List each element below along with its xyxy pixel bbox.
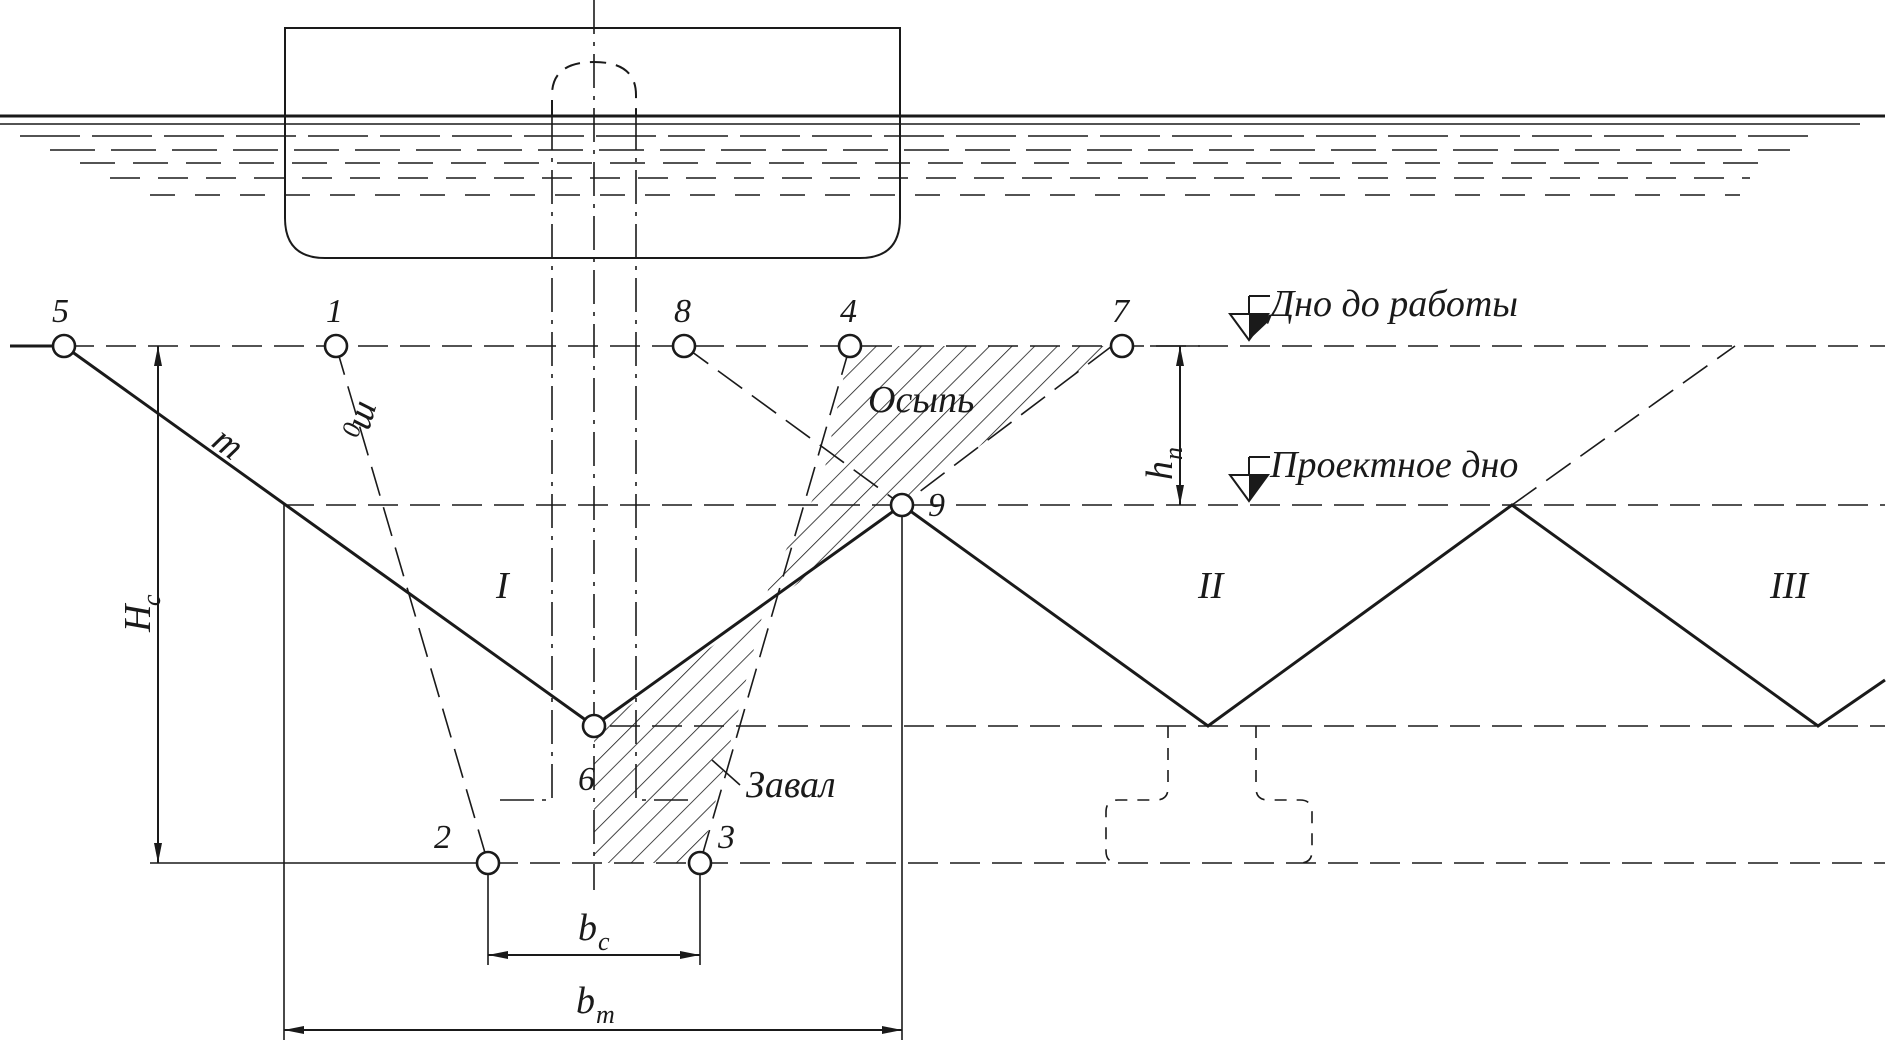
dim-label-bc-sub: c [598, 927, 610, 956]
label-zone-1: I [495, 565, 511, 607]
point-5 [51, 333, 77, 359]
dimension-lines [154, 345, 1200, 1040]
dim-label-bm-sub: m [596, 1000, 615, 1029]
point-7 [1109, 333, 1135, 359]
dim-label-hn-sub: п [1159, 447, 1188, 460]
point-label-7: 7 [1112, 293, 1131, 330]
label-collapse: Завал [746, 764, 836, 806]
dredger-hull [284, 27, 901, 259]
dim-label-bm-main: b [576, 980, 595, 1022]
point-label-2: 2 [434, 819, 451, 856]
dim-label-hn: h п [1139, 447, 1188, 480]
dim-label-hn-main: h [1139, 461, 1181, 480]
point-label-4: 4 [840, 293, 857, 330]
point-4 [837, 333, 863, 359]
point-label-5: 5 [52, 293, 69, 330]
reference-levels [10, 344, 1885, 864]
dim-label-Hc-main: H [117, 602, 159, 633]
dim-label-Hc: H c [117, 594, 166, 633]
dim-label-bc: b c [578, 907, 610, 956]
point-label-6: 6 [578, 761, 595, 798]
point-8 [671, 333, 697, 359]
excavation-contour [1105, 726, 1313, 864]
point-2 [475, 850, 501, 876]
point-6 [581, 713, 607, 739]
collapse-zone [594, 609, 764, 863]
label-zone-2: II [1197, 565, 1226, 607]
label-design-bottom: Проектное дно [1269, 444, 1518, 486]
label-zone-3: III [1769, 565, 1810, 607]
label-slope-m: m [205, 418, 252, 468]
label-slope-m0: m 0 [336, 397, 392, 439]
label-bottom-before: Дно до работы [1267, 283, 1518, 325]
point-1 [323, 333, 349, 359]
point-label-8: 8 [674, 293, 691, 330]
level-marker-design-bottom [1228, 456, 1270, 503]
water-surface [0, 114, 1885, 196]
point-9 [889, 492, 915, 518]
dim-label-bc-main: b [578, 907, 597, 949]
label-scree: Осыпь [868, 379, 974, 421]
point-label-1: 1 [326, 293, 343, 330]
dim-label-bm: b m [576, 980, 615, 1029]
scree-zone [822, 346, 1112, 505]
scree-collapse-link [764, 482, 902, 609]
point-label-3: 3 [717, 819, 735, 856]
dim-label-Hc-sub: c [137, 594, 166, 606]
point-3 [687, 850, 713, 876]
point-label-9: 9 [928, 487, 945, 524]
level-marker-bottom-before [1228, 295, 1270, 342]
